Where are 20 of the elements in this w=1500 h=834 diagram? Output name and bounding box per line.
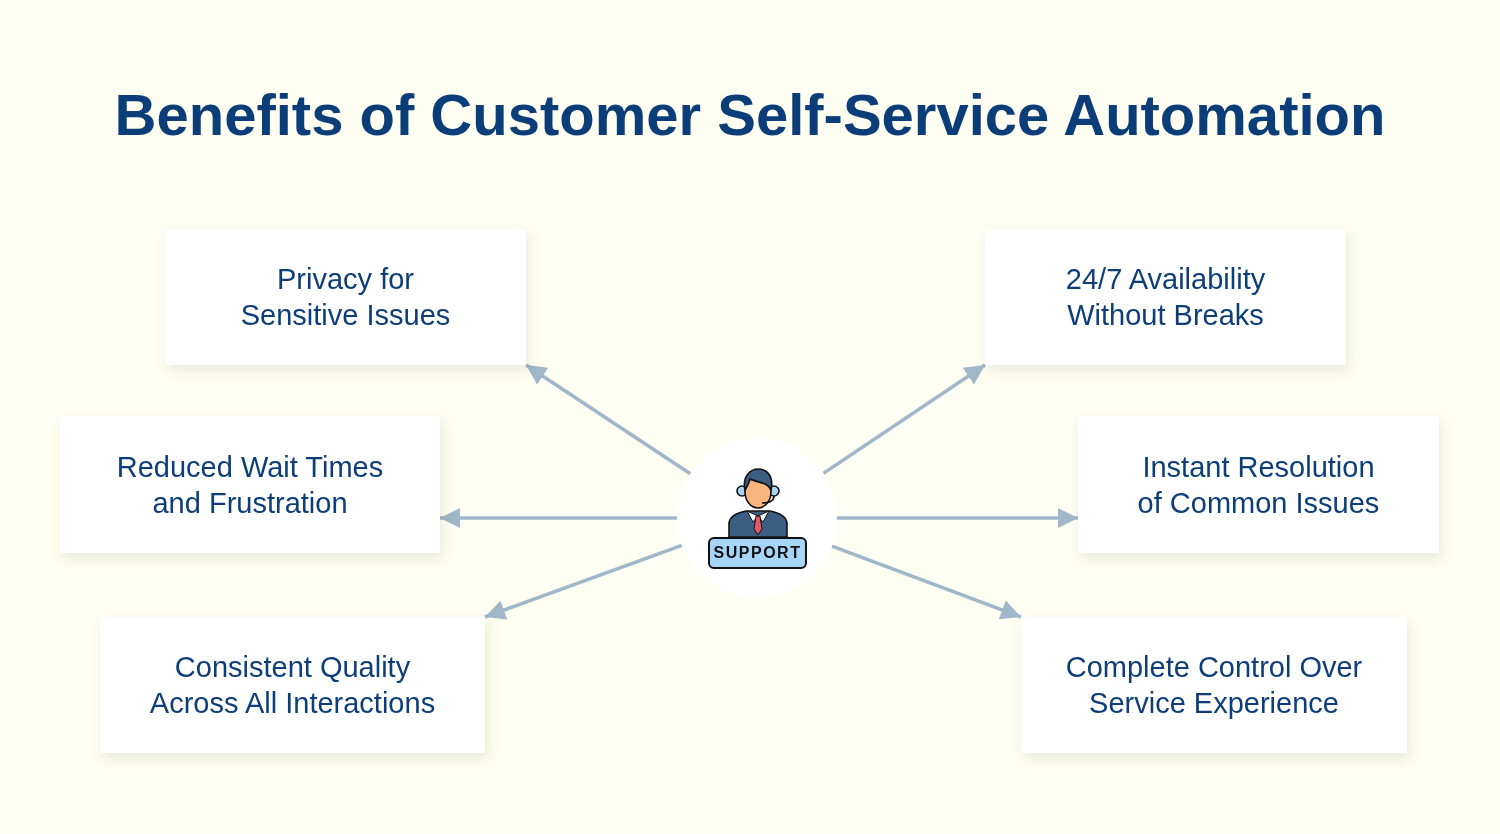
benefit-card — [1021, 617, 1407, 753]
support-sign: SUPPORT — [708, 537, 807, 569]
benefit-card — [165, 229, 526, 365]
benefit-text: Instant Resolution of Common Issues — [1136, 449, 1381, 521]
arrow — [822, 363, 986, 475]
arrow — [484, 543, 683, 620]
benefit-text: Reduced Wait Times and Frustration — [115, 449, 385, 521]
benefit-card — [60, 416, 440, 553]
benefit-card — [100, 617, 485, 753]
diagram-title: Benefits of Customer Self-Service Automation — [114, 81, 1386, 149]
benefit-text: Privacy for Sensitive Issues — [239, 262, 452, 333]
arrow — [831, 544, 1022, 620]
arrow — [525, 363, 692, 476]
arrow — [837, 508, 1078, 528]
benefit-card — [1078, 416, 1439, 553]
arrow — [440, 508, 677, 528]
benefit-text: Consistent Quality Across All Interactions — [148, 650, 437, 721]
benefit-card — [985, 229, 1346, 365]
benefit-text: Complete Control Over Service Experience — [1064, 650, 1364, 721]
benefit-text: 24/7 Availability Without Breaks — [1064, 262, 1267, 333]
